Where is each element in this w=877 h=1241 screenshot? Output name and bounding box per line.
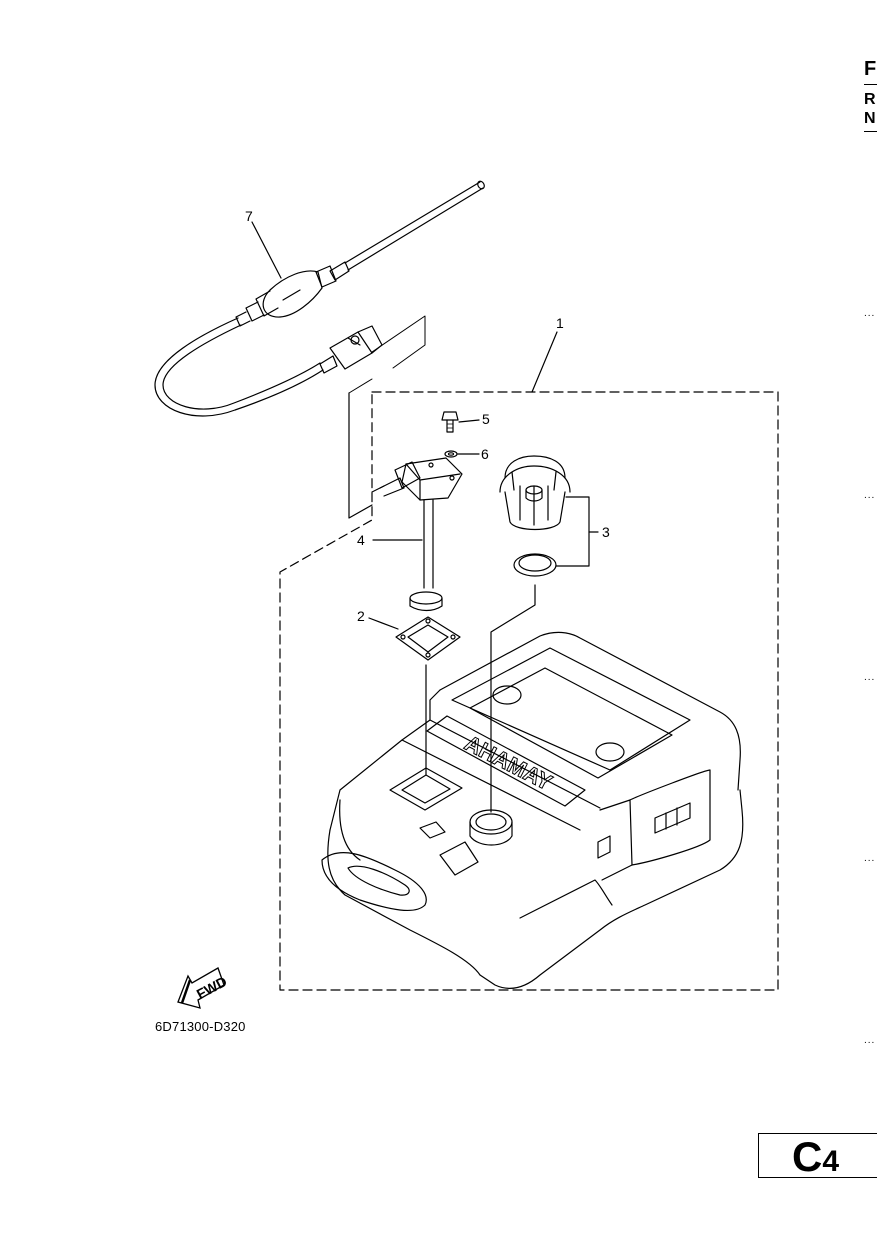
gasket bbox=[395, 616, 461, 661]
callout-1: 1 bbox=[556, 315, 564, 331]
leader-2 bbox=[368, 617, 399, 630]
margin-tick: ... bbox=[864, 1035, 876, 1046]
header-letter-r: R bbox=[864, 91, 876, 108]
page-marker-number: 4 bbox=[822, 1145, 840, 1178]
callout-7: 7 bbox=[245, 208, 253, 224]
callout-bracket bbox=[555, 496, 590, 567]
fuel-tank bbox=[321, 584, 744, 989]
header-rule bbox=[864, 131, 877, 132]
margin-tick: ... bbox=[864, 672, 876, 683]
leader-5 bbox=[458, 419, 480, 423]
page-marker: C4 bbox=[792, 1133, 839, 1181]
page-marker-box bbox=[758, 1133, 877, 1178]
fuel-gauge-assembly bbox=[371, 457, 463, 612]
header-letter-f: F bbox=[864, 58, 877, 80]
callout-5: 5 bbox=[482, 411, 490, 427]
margin-tick: ... bbox=[864, 308, 876, 319]
fuel-cap bbox=[499, 455, 571, 531]
diagram-part-code: 6D71300-D320 bbox=[155, 1019, 246, 1034]
washer bbox=[444, 450, 458, 458]
page-marker-letter: C bbox=[792, 1133, 823, 1180]
fwd-direction-arrow: FWD bbox=[177, 967, 229, 1009]
callout-2: 2 bbox=[357, 608, 365, 624]
callout-4: 4 bbox=[357, 532, 365, 548]
o-ring bbox=[513, 553, 557, 577]
leader-7 bbox=[251, 221, 282, 279]
fuel-hose-assembly bbox=[154, 180, 485, 519]
callout-6: 6 bbox=[481, 446, 489, 462]
margin-tick: ... bbox=[864, 490, 876, 501]
leader-1 bbox=[531, 331, 558, 393]
header-rule bbox=[864, 84, 877, 85]
header-letter-n: N bbox=[864, 110, 876, 127]
screw bbox=[441, 411, 459, 433]
callout-3: 3 bbox=[602, 524, 610, 540]
margin-tick: ... bbox=[864, 853, 876, 864]
assembly-dashed-frame bbox=[279, 391, 779, 991]
